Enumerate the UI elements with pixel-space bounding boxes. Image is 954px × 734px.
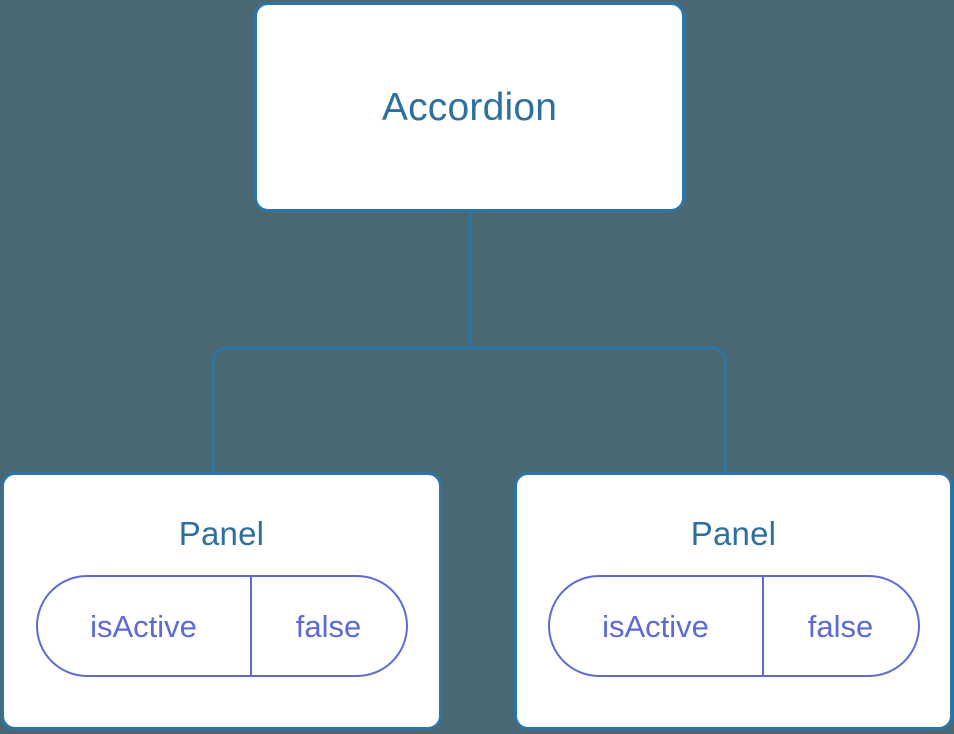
connector-bus-left xyxy=(211,346,470,478)
state-value-isactive: false xyxy=(807,608,874,644)
state-key-isactive: isActive xyxy=(550,577,764,675)
node-panel-1-title: Panel xyxy=(178,515,265,552)
node-accordion[interactable]: Accordion xyxy=(254,2,685,212)
state-value-isactive: false xyxy=(295,608,362,644)
node-panel-2-title: Panel xyxy=(690,515,777,552)
state-key-isactive: isActive xyxy=(38,577,252,675)
node-accordion-title: Accordion xyxy=(381,85,558,129)
state-pill-panel-2[interactable]: isActive false xyxy=(547,575,920,677)
connector-bus-right xyxy=(470,346,727,478)
node-panel-1[interactable]: Panel isActive false xyxy=(1,472,442,730)
state-pill-panel-1[interactable]: isActive false xyxy=(35,575,408,677)
node-panel-2[interactable]: Panel isActive false xyxy=(514,472,953,730)
